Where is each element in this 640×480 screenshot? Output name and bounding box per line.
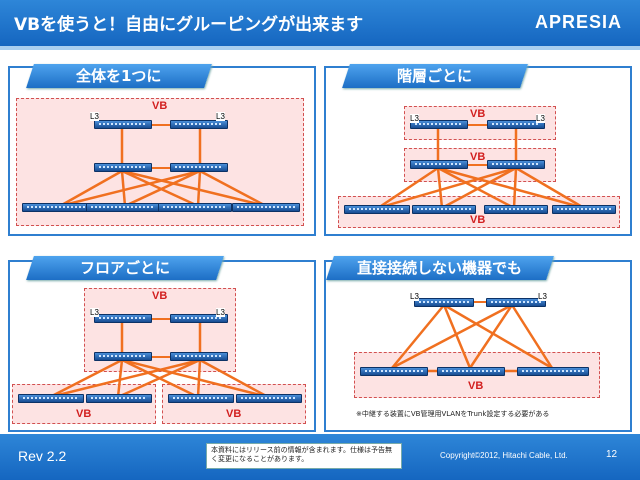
vb-label-layer-mid: VB xyxy=(470,151,486,163)
l3-label: L3 xyxy=(538,292,547,301)
l3-label: L3 xyxy=(90,308,99,317)
aggregation-switch xyxy=(410,160,468,169)
l3-switch xyxy=(94,314,152,323)
aggregation-switch xyxy=(170,352,228,361)
page-number: 12 xyxy=(606,449,618,460)
l3-label: L3 xyxy=(410,114,419,123)
panel-title-floor: フロアごとに xyxy=(26,256,224,280)
panel-title-direct: 直接接続しない機器でも xyxy=(326,256,554,280)
header-stripe xyxy=(0,46,640,50)
l3-switch xyxy=(170,120,228,129)
l3-switch xyxy=(410,120,468,129)
revision-label: Rev 2.2 xyxy=(18,448,67,464)
l3-label: L3 xyxy=(216,308,225,317)
copyright-text: Copyright©2012, Hitachi Cable, Ltd. xyxy=(440,451,568,460)
vb-group-floor-right xyxy=(162,384,306,424)
edge-switch xyxy=(232,203,300,212)
panel-title-layer: 階層ごとに xyxy=(342,64,528,88)
edge-switch xyxy=(517,367,589,376)
l3-switch xyxy=(94,120,152,129)
disclaimer-box: 本資料にはリリース前の情報が含まれます。仕様は予告無く変更になることがあります。 xyxy=(206,443,402,469)
vb-label-direct: VB xyxy=(468,380,484,392)
l3-switch xyxy=(486,298,546,307)
l3-label: L3 xyxy=(216,112,225,121)
vb-label-layer-bottom: VB xyxy=(470,214,486,226)
l3-switch xyxy=(487,120,545,129)
slide-title: VBを使うと！自由にグルーピングが出来ます xyxy=(14,15,364,35)
vb-label-floor-left: VB xyxy=(76,408,92,420)
edge-switch xyxy=(168,394,234,403)
edge-switch xyxy=(484,205,548,214)
edge-switch xyxy=(86,203,160,212)
edge-switch xyxy=(437,367,505,376)
vb-label-whole: VB xyxy=(152,100,168,112)
vb-label-floor-right: VB xyxy=(226,408,242,420)
aggregation-switch xyxy=(94,163,152,172)
edge-switch xyxy=(344,205,410,214)
vb-label-floor-core: VB xyxy=(152,290,168,302)
l3-switch xyxy=(170,314,228,323)
trunk-note: ※中継する装置にVB管理用VLANをTrunk設定する必要がある xyxy=(356,410,550,418)
slide-header: VBを使うと！自由にグルーピングが出来ます APRESIA xyxy=(0,0,640,46)
edge-switch xyxy=(86,394,152,403)
l3-label: L3 xyxy=(90,112,99,121)
slide-footer: Rev 2.2 本資料にはリリース前の情報が含まれます。仕様は予告無く変更になる… xyxy=(0,434,640,480)
aggregation-switch xyxy=(94,352,152,361)
panel-title-whole: 全体を1つに xyxy=(26,64,212,88)
aggregation-switch xyxy=(487,160,545,169)
edge-switch xyxy=(158,203,232,212)
l3-label: L3 xyxy=(410,292,419,301)
edge-switch xyxy=(18,394,84,403)
l3-label: L3 xyxy=(536,114,545,123)
edge-switch xyxy=(360,367,428,376)
edge-switch xyxy=(236,394,302,403)
aggregation-switch xyxy=(170,163,228,172)
edge-switch xyxy=(412,205,476,214)
l3-switch xyxy=(414,298,474,307)
apresia-logo: APRESIA xyxy=(534,12,622,32)
vb-label-layer-top: VB xyxy=(470,108,486,120)
edge-switch xyxy=(552,205,616,214)
